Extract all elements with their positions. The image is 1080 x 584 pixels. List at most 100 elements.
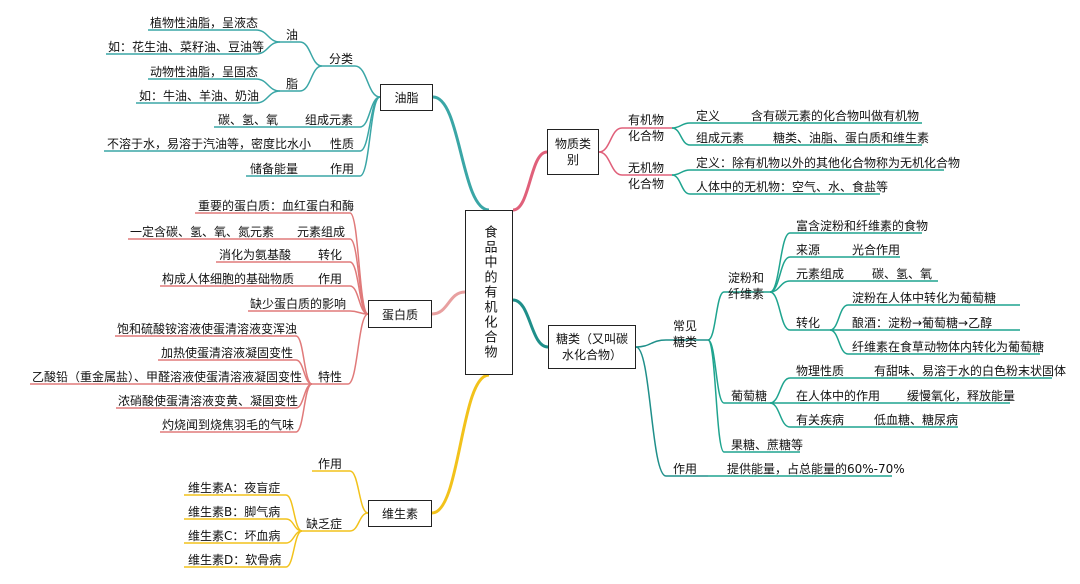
sugar-source: 光合作用: [852, 243, 901, 257]
category-organic-def: 含有碳元素的化合物叫做有机物: [751, 109, 920, 123]
vitamin-deficiency-item: 维生素C：坏血病: [188, 529, 281, 543]
protein-composition: 一定含碳、氢、氧、氮元素: [130, 225, 275, 239]
connector-line: [769, 280, 791, 293]
connector-line: [349, 512, 369, 532]
sugar-starch-label: 淀粉和纤维素: [728, 271, 765, 301]
lipid-composition-label: 组成元素: [305, 113, 354, 127]
protein-node: 蛋白质: [368, 300, 432, 328]
connector-line: [431, 290, 466, 316]
lipid-composition: 碳、氢、氧: [218, 113, 279, 127]
protein-traits-label: 特性: [318, 370, 343, 384]
lipid-oil-label: 油: [286, 28, 299, 42]
vitamin-deficiency-item: 维生素B：脚气病: [188, 505, 281, 519]
protein-trait-item: 灼烧闻到烧焦羽毛的气味: [162, 418, 295, 432]
connector-line: [635, 346, 667, 477]
connector-line: [359, 96, 381, 152]
protein-trait-item: 加热使蛋清溶液凝固变性: [161, 346, 294, 360]
connector-line: [512, 150, 548, 212]
sugar-node: 糖类（又叫碳水化合物）: [548, 325, 636, 369]
connector-line: [671, 122, 691, 129]
connector-line: [769, 232, 791, 293]
sugar-elem: 碳、氢、氧: [872, 267, 933, 281]
connector-line: [635, 339, 667, 348]
sugar-body-label: 在人体中的作用: [796, 389, 881, 403]
protein-trait-item: 浓硝酸使蛋清溶液变黄、凝固变性: [118, 394, 299, 408]
connector-line: [431, 373, 490, 515]
connector-line: [829, 329, 849, 355]
sugar-transform-label: 转化: [796, 316, 821, 330]
connector-line: [671, 174, 691, 195]
lipid-node: 油脂: [380, 84, 433, 111]
root-node: 食品中的有机化合物: [465, 210, 513, 375]
category-organic-def-label: 定义: [696, 109, 721, 123]
connector-line: [829, 304, 849, 331]
sugar-starch-food: 富含淀粉和纤维素的食物: [796, 219, 929, 233]
sugar-function-label: 作用: [673, 462, 698, 476]
protein-important: 重要的蛋白质：血红蛋白和酶: [198, 199, 355, 213]
category-organic-elem-label: 组成元素: [696, 131, 745, 145]
connector-line: [359, 96, 381, 177]
sugar-physical: 有甜味、易溶于水的白色粉末状固体: [874, 364, 1067, 378]
category-organic-elem: 糖类、油脂、蛋白质和维生素: [773, 131, 930, 145]
connector-line: [299, 41, 323, 67]
connector-line: [769, 377, 791, 404]
sugar-body: 缓慢氧化，释放能量: [907, 389, 1016, 403]
lipid-fat-label: 脂: [286, 77, 299, 91]
lipid-property-label: 性质: [330, 137, 355, 151]
vitamin-deficiency-label: 缺乏症: [306, 517, 343, 531]
sugar-fructose: 果糖、蔗糖等: [731, 438, 804, 452]
connector-line: [349, 310, 369, 315]
protein-function-label: 作用: [318, 272, 343, 286]
sugar-disease: 低血糖、糖尿病: [874, 413, 959, 427]
connector-line: [354, 65, 381, 98]
connector-line: [598, 151, 623, 176]
connector-line: [432, 95, 490, 212]
connector-line: [349, 238, 369, 315]
protein-trait-item: 饱和硫酸铵溶液使蛋清溶液变浑浊: [117, 322, 298, 336]
connector-line: [707, 291, 725, 341]
connector-line: [707, 339, 725, 453]
connector-line: [255, 90, 281, 104]
connector-line: [671, 169, 691, 176]
lipid-oil-example: 如：花生油、菜籽油、豆油等: [108, 40, 265, 54]
sugar-transform-item: 纤维素在食草动物体内转化为葡萄糖: [852, 340, 1045, 354]
lipid-property: 不溶于水，易溶于汽油等，密度比水小: [107, 137, 312, 151]
lipid-function-label: 作用: [330, 162, 355, 176]
connector-line: [285, 530, 303, 568]
protein-composition-label: 元素组成: [297, 225, 346, 239]
category-inorganic-def: 定义：除有机物以外的其他化合物称为无机化合物: [696, 156, 961, 170]
connector-line: [512, 298, 549, 349]
sugar-function: 提供能量，占总能量的60%-70%: [727, 462, 905, 476]
category-node: 物质类别: [547, 129, 599, 175]
lipid-oil-desc: 植物性油脂，呈液态: [150, 16, 259, 30]
connector-line: [349, 470, 369, 514]
category-organic-label: 有机物化合物: [628, 113, 665, 143]
connector-line: [769, 402, 791, 428]
category-inorganic-body: 人体中的无机物：空气、水、食盐等: [696, 180, 889, 194]
sugar-physical-label: 物理性质: [796, 364, 845, 378]
sugar-source-label: 来源: [796, 243, 821, 257]
lipid-fat-example: 如：牛油、羊油、奶油: [139, 89, 260, 103]
connector-line: [255, 78, 281, 92]
connector-line: [598, 127, 623, 153]
connector-line: [671, 127, 691, 146]
sugar-disease-label: 有关疾病: [796, 413, 845, 427]
category-inorganic-label: 无机物化合物: [628, 161, 665, 191]
vitamin-function-label: 作用: [318, 457, 343, 471]
connector-line: [295, 383, 313, 433]
lipid-classify-label: 分类: [329, 52, 354, 66]
connector-line: [769, 291, 791, 331]
protein-deficiency: 缺少蛋白质的影响: [250, 297, 347, 311]
vitamin-deficiency-item: 维生素D：软骨病: [188, 553, 282, 567]
sugar-elem-label: 元素组成: [796, 267, 845, 281]
protein-transform-label: 转化: [318, 248, 343, 262]
sugar-glucose-label: 葡萄糖: [731, 389, 768, 403]
connector-line: [347, 313, 369, 385]
sugar-transform-item: 酿酒：淀粉→葡萄糖→乙醇: [852, 316, 993, 330]
sugar-common-label: 常见糖类: [673, 319, 698, 349]
lipid-fat-desc: 动物性油脂，呈固态: [150, 65, 259, 79]
connector-line: [299, 65, 323, 92]
sugar-transform-item: 淀粉在人体中转化为葡萄糖: [852, 291, 997, 305]
vitamin-deficiency-item: 维生素A：夜盲症: [188, 481, 281, 495]
